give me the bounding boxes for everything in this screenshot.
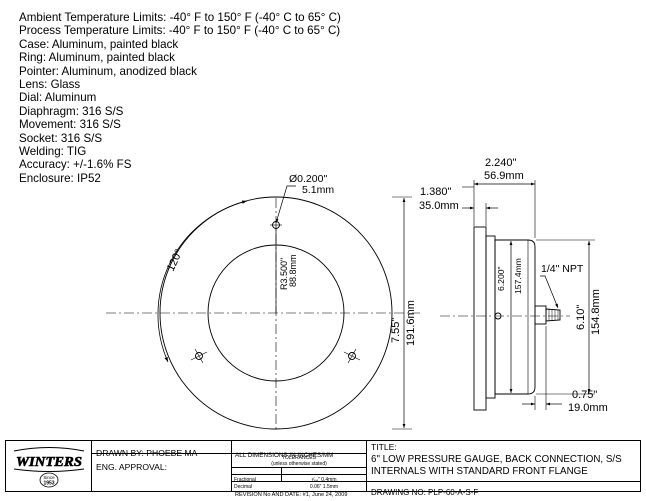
spec-diaphragm: Diaphragm: 316 S/S: [19, 104, 124, 118]
decimal-value: 0.06" 1.5mm: [309, 484, 339, 490]
decimal-label: Decimal: [234, 484, 253, 490]
case-in-label: 6.200": [496, 266, 506, 291]
winters-logo: WINTERS Since 1953: [13, 447, 85, 488]
outer-dia-in-label: 7.55": [390, 318, 402, 343]
logo-cell: WINTERS Since 1953: [6, 441, 92, 491]
hole-leader: [275, 185, 296, 224]
fractional-value: ¹⁄₆₄" 0.4mm: [311, 477, 337, 483]
bezel: [485, 235, 496, 399]
height-mm-label: 154.8mm: [590, 289, 602, 335]
offset-in-label: 1.380": [420, 186, 452, 198]
case-mm-label: 157.4mm: [513, 258, 523, 294]
front-flange: [473, 226, 487, 411]
spec-dial: Dial: Aluminum: [19, 91, 97, 105]
spec-enclosure: Enclosure: IP52: [19, 171, 101, 185]
mounting-hole-right: [348, 352, 356, 360]
angle-label: 120°: [165, 248, 185, 274]
logo-since: Since: [43, 475, 55, 480]
spec-socket: Socket: 316 S/S: [19, 131, 103, 145]
spec-accuracy: Accuracy: +/-1.6% FS: [19, 158, 132, 172]
depth-in-label: 2.240": [485, 157, 517, 169]
tolerances-label: TOLERANCES: [282, 455, 316, 461]
drawing-number: DRAWING NO: PLP-60-A-S-F: [371, 488, 479, 497]
technical-drawing: Ø0.200" 5.1mm 120° R3.500" 88.8mm 7.55" …: [106, 157, 608, 432]
npt-leader: [540, 275, 559, 309]
spec-ring: Ring: Aluminum, painted black: [19, 51, 175, 65]
logo-text: WINTERS: [16, 455, 82, 470]
side-view: [440, 180, 595, 411]
tolerances-note: (unless otherwise stated): [271, 461, 327, 467]
logo-year: 1953: [43, 481, 54, 487]
outer-dia-mm-label: 191.6mm: [405, 300, 417, 346]
npt-thread: [545, 308, 561, 322]
spec-list: Ambient Temperature Limits: -40° F to 15…: [19, 11, 341, 185]
revision: REVISION No AND DATE: #1, June 24, 2009: [235, 492, 348, 498]
height-in-label: 6.10": [575, 305, 587, 330]
hole-dia-in-label: Ø0.200": [289, 173, 327, 185]
spec-process-temp: Process Temperature Limits: -40° F to 15…: [19, 24, 341, 38]
angle-arc: [157, 200, 248, 363]
radius-in-label: R3.500": [279, 258, 289, 290]
title-block: WINTERS Since 1953 DRAWN BY: PHOEBE MA E…: [5, 440, 641, 498]
front-view: [106, 185, 420, 432]
spec-welding: Welding: TIG: [19, 144, 87, 158]
drawn-by: DRAWN BY: PHOEBE MA: [96, 448, 198, 458]
socket-stem: [534, 305, 547, 325]
offset-mm-label: 35.0mm: [419, 200, 459, 212]
case-body: [494, 239, 536, 395]
stem-mm-label: 19.0mm: [568, 402, 608, 414]
spec-movement: Movement: 316 S/S: [19, 118, 121, 132]
title-line-2: INTERNALS WITH STANDARD FRONT FLANGE: [371, 465, 588, 477]
spec-case: Case: Aluminum, painted black: [19, 37, 179, 51]
spec-lens: Lens: Glass: [19, 77, 81, 91]
title-label: TITLE:: [371, 442, 397, 452]
units-note: ALL DIMENSIONS IN INCHES/MM: [235, 452, 334, 459]
depth-mm-label: 56.9mm: [484, 170, 524, 182]
eng-approval: ENG. APPROVAL:: [96, 462, 168, 472]
hole-dia-mm-label: 5.1mm: [302, 184, 334, 196]
title-line-1: 6" LOW PRESSURE GAUGE, BACK CONNECTION, …: [371, 454, 622, 465]
thread-label: 1/4" NPT: [541, 263, 584, 275]
stem-in-label: 0.75": [572, 389, 597, 401]
spec-ambient-temp: Ambient Temperature Limits: -40° F to 15…: [19, 11, 341, 24]
radius-mm-label: 88.8mm: [288, 254, 298, 287]
fractional-label: Fractional: [234, 477, 256, 483]
spec-pointer: Pointer: Aluminum, anodized black: [19, 64, 197, 78]
